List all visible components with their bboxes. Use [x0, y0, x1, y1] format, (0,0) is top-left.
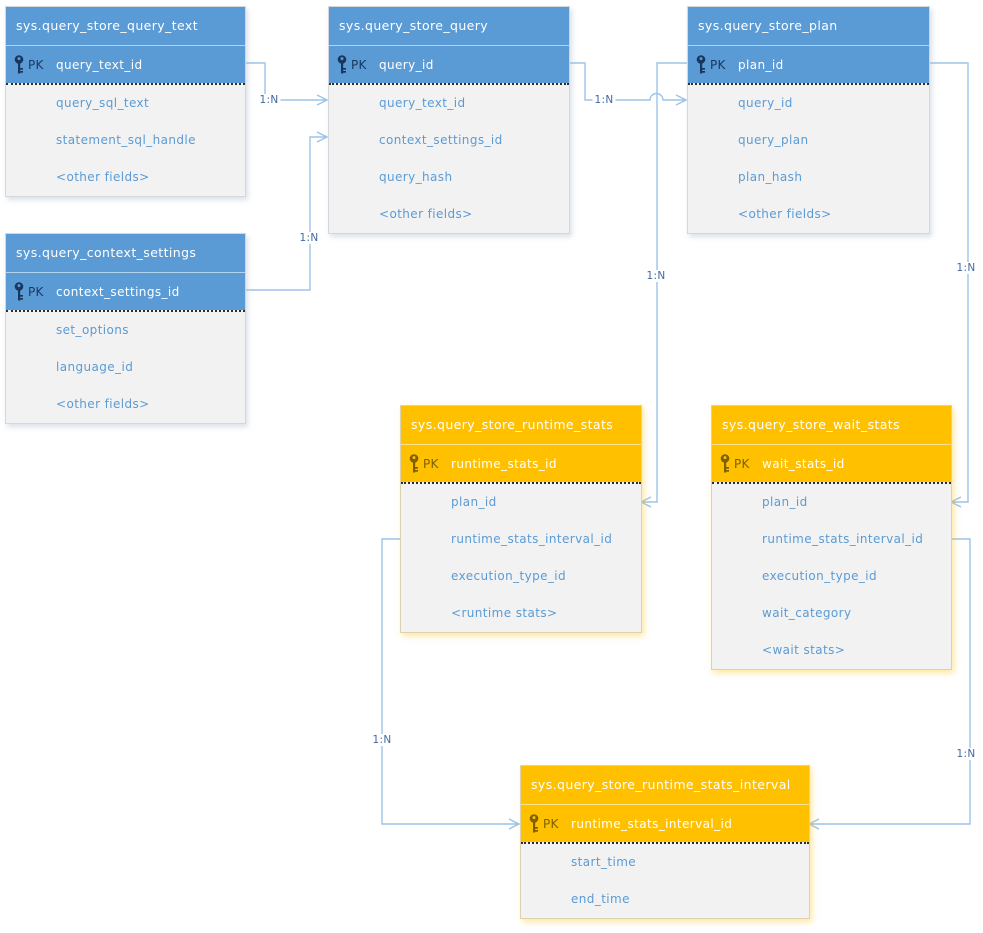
field-row: runtime_stats_interval_id — [762, 532, 924, 546]
table-title: sys.query_store_runtime_stats_interval — [521, 766, 809, 805]
table-query-store-runtime-stats: sys.query_store_runtime_stats PK runtime… — [400, 405, 642, 633]
relationship-label: 1:N — [297, 232, 321, 244]
table-query-store-query: sys.query_store_query PK query_id query_… — [328, 6, 570, 234]
pk-label: PK — [28, 57, 44, 72]
pk-separator — [688, 83, 929, 85]
pk-field: context_settings_id — [56, 284, 180, 299]
pk-label: PK — [423, 456, 439, 471]
pk-field: query_id — [379, 57, 434, 72]
table-query-store-plan: sys.query_store_plan PK plan_id query_id… — [687, 6, 930, 234]
pk-label: PK — [351, 57, 367, 72]
field-row: plan_hash — [738, 170, 803, 184]
pk-row: PK runtime_stats_id — [401, 445, 641, 482]
pk-row: PK plan_id — [688, 46, 929, 83]
pk-separator — [6, 83, 245, 85]
pk-row: PK query_text_id — [6, 46, 245, 83]
connector-querytext-query — [244, 62, 329, 106]
table-query-store-query-text: sys.query_store_query_text PK query_text… — [5, 6, 246, 197]
field-row: <wait stats> — [762, 643, 846, 657]
field-row: context_settings_id — [379, 133, 503, 147]
connector-plan-runtimestats — [639, 62, 687, 508]
pk-separator — [329, 83, 569, 85]
pk-field: runtime_stats_interval_id — [571, 816, 733, 831]
field-row: plan_id — [762, 495, 808, 509]
field-row: <other fields> — [56, 397, 150, 411]
field-row: <other fields> — [738, 207, 832, 221]
pk-label: PK — [543, 816, 559, 831]
relationship-label: 1:N — [592, 94, 616, 106]
table-title: sys.query_store_plan — [688, 7, 929, 46]
key-icon — [720, 454, 730, 473]
table-title: sys.query_context_settings — [6, 234, 245, 273]
relationship-label: 1:N — [954, 748, 978, 760]
field-row: <runtime stats> — [451, 606, 558, 620]
pk-separator — [521, 842, 809, 844]
field-row: language_id — [56, 360, 134, 374]
connector-query-plan — [568, 62, 688, 106]
pk-label: PK — [734, 456, 750, 471]
field-row: query_sql_text — [56, 96, 150, 110]
pk-separator — [712, 482, 951, 484]
pk-separator — [6, 310, 245, 312]
field-row: wait_category — [762, 606, 852, 620]
table-title: sys.query_store_query_text — [6, 7, 245, 46]
pk-row: PK context_settings_id — [6, 273, 245, 310]
field-row: statement_sql_handle — [56, 133, 196, 147]
key-icon — [696, 55, 706, 74]
field-row: <other fields> — [56, 170, 150, 184]
pk-label: PK — [710, 57, 726, 72]
relationship-label: 1:N — [257, 94, 281, 106]
key-icon — [529, 814, 539, 833]
field-row: query_plan — [738, 133, 809, 147]
relationship-label: 1:N — [370, 734, 394, 746]
key-icon — [14, 55, 24, 74]
table-query-context-settings: sys.query_context_settings PK context_se… — [5, 233, 246, 424]
pk-field: runtime_stats_id — [451, 456, 557, 471]
pk-field: plan_id — [738, 57, 784, 72]
table-query-store-wait-stats: sys.query_store_wait_stats PK wait_stats… — [711, 405, 952, 670]
field-row: query_text_id — [379, 96, 466, 110]
relationship-label: 1:N — [644, 270, 668, 282]
field-row: <other fields> — [379, 207, 473, 221]
key-icon — [14, 282, 24, 301]
pk-separator — [401, 482, 641, 484]
connector-contextsettings-query — [244, 131, 329, 291]
key-icon — [409, 454, 419, 473]
field-row: execution_type_id — [762, 569, 878, 583]
field-row: end_time — [571, 892, 630, 906]
key-icon — [337, 55, 347, 74]
pk-row: PK query_id — [329, 46, 569, 83]
table-query-store-runtime-stats-interval: sys.query_store_runtime_stats_interval P… — [520, 765, 810, 919]
field-row: set_options — [56, 323, 129, 337]
field-row: query_id — [738, 96, 793, 110]
pk-field: wait_stats_id — [762, 456, 845, 471]
table-title: sys.query_store_query — [329, 7, 569, 46]
field-row: execution_type_id — [451, 569, 567, 583]
pk-label: PK — [28, 284, 44, 299]
pk-field: query_text_id — [56, 57, 143, 72]
pk-row: PK wait_stats_id — [712, 445, 951, 482]
pk-row: PK runtime_stats_interval_id — [521, 805, 809, 842]
field-row: query_hash — [379, 170, 453, 184]
relationship-label: 1:N — [954, 262, 978, 274]
table-title: sys.query_store_wait_stats — [712, 406, 951, 445]
field-row: start_time — [571, 855, 637, 869]
field-row: plan_id — [451, 495, 497, 509]
table-title: sys.query_store_runtime_stats — [401, 406, 641, 445]
field-row: runtime_stats_interval_id — [451, 532, 613, 546]
